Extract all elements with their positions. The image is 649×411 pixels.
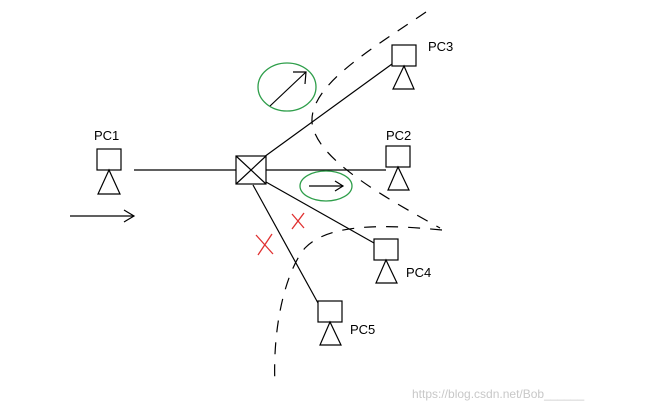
incoming-arrow [70,209,136,223]
highlight-ellipse-pc3 [257,62,317,112]
pc3-label: PC3 [428,39,453,54]
switch-cross-b [235,155,267,185]
link-switch-pc5 [252,184,319,304]
pc2-label: PC2 [386,128,411,143]
pc2-box [385,145,411,168]
dashed-boundary-lower [274,226,443,387]
pc3-triangle [392,64,415,90]
pc3-box [391,44,417,67]
forward-marker-pc3 [257,62,317,112]
forward-marker-pc2 [299,170,353,202]
dashed-boundary-upper [311,11,441,229]
highlight-ellipse-pc2 [299,170,353,202]
pc1-label: PC1 [94,128,119,143]
pc5-label: PC5 [350,322,375,337]
pc5-triangle [319,320,342,346]
forward-arrow-pc2-head [334,180,345,192]
incoming-arrow-head [123,209,136,223]
pc5-node: PC5 [317,300,375,346]
pc2-triangle [387,165,410,191]
pc4-box [373,238,399,261]
blocked-mark-pc5 [255,233,274,256]
blocked-mark-pc4-b [291,212,305,230]
watermark-text: https://blog.csdn.net/Bob______ [412,387,584,401]
pc1-node: PC1 [94,128,122,195]
switch-node [235,155,267,185]
blocked-mark-pc4 [291,212,305,230]
pc5-box [317,300,343,323]
pc4-node: PC4 [373,238,431,284]
forward-arrow-pc3-head [293,71,307,85]
pc1-box [96,148,122,171]
pc2-node: PC2 [385,128,411,191]
pc1-triangle [97,168,121,195]
pc4-triangle [375,258,398,284]
forward-arrow-pc3-shaft [269,71,307,107]
pc3-node: PC3 [391,39,453,90]
pc4-label: PC4 [406,265,431,280]
link-switch-pc3 [263,63,393,158]
link-switch-pc4 [265,181,375,244]
blocked-mark-pc5-b [257,233,273,256]
